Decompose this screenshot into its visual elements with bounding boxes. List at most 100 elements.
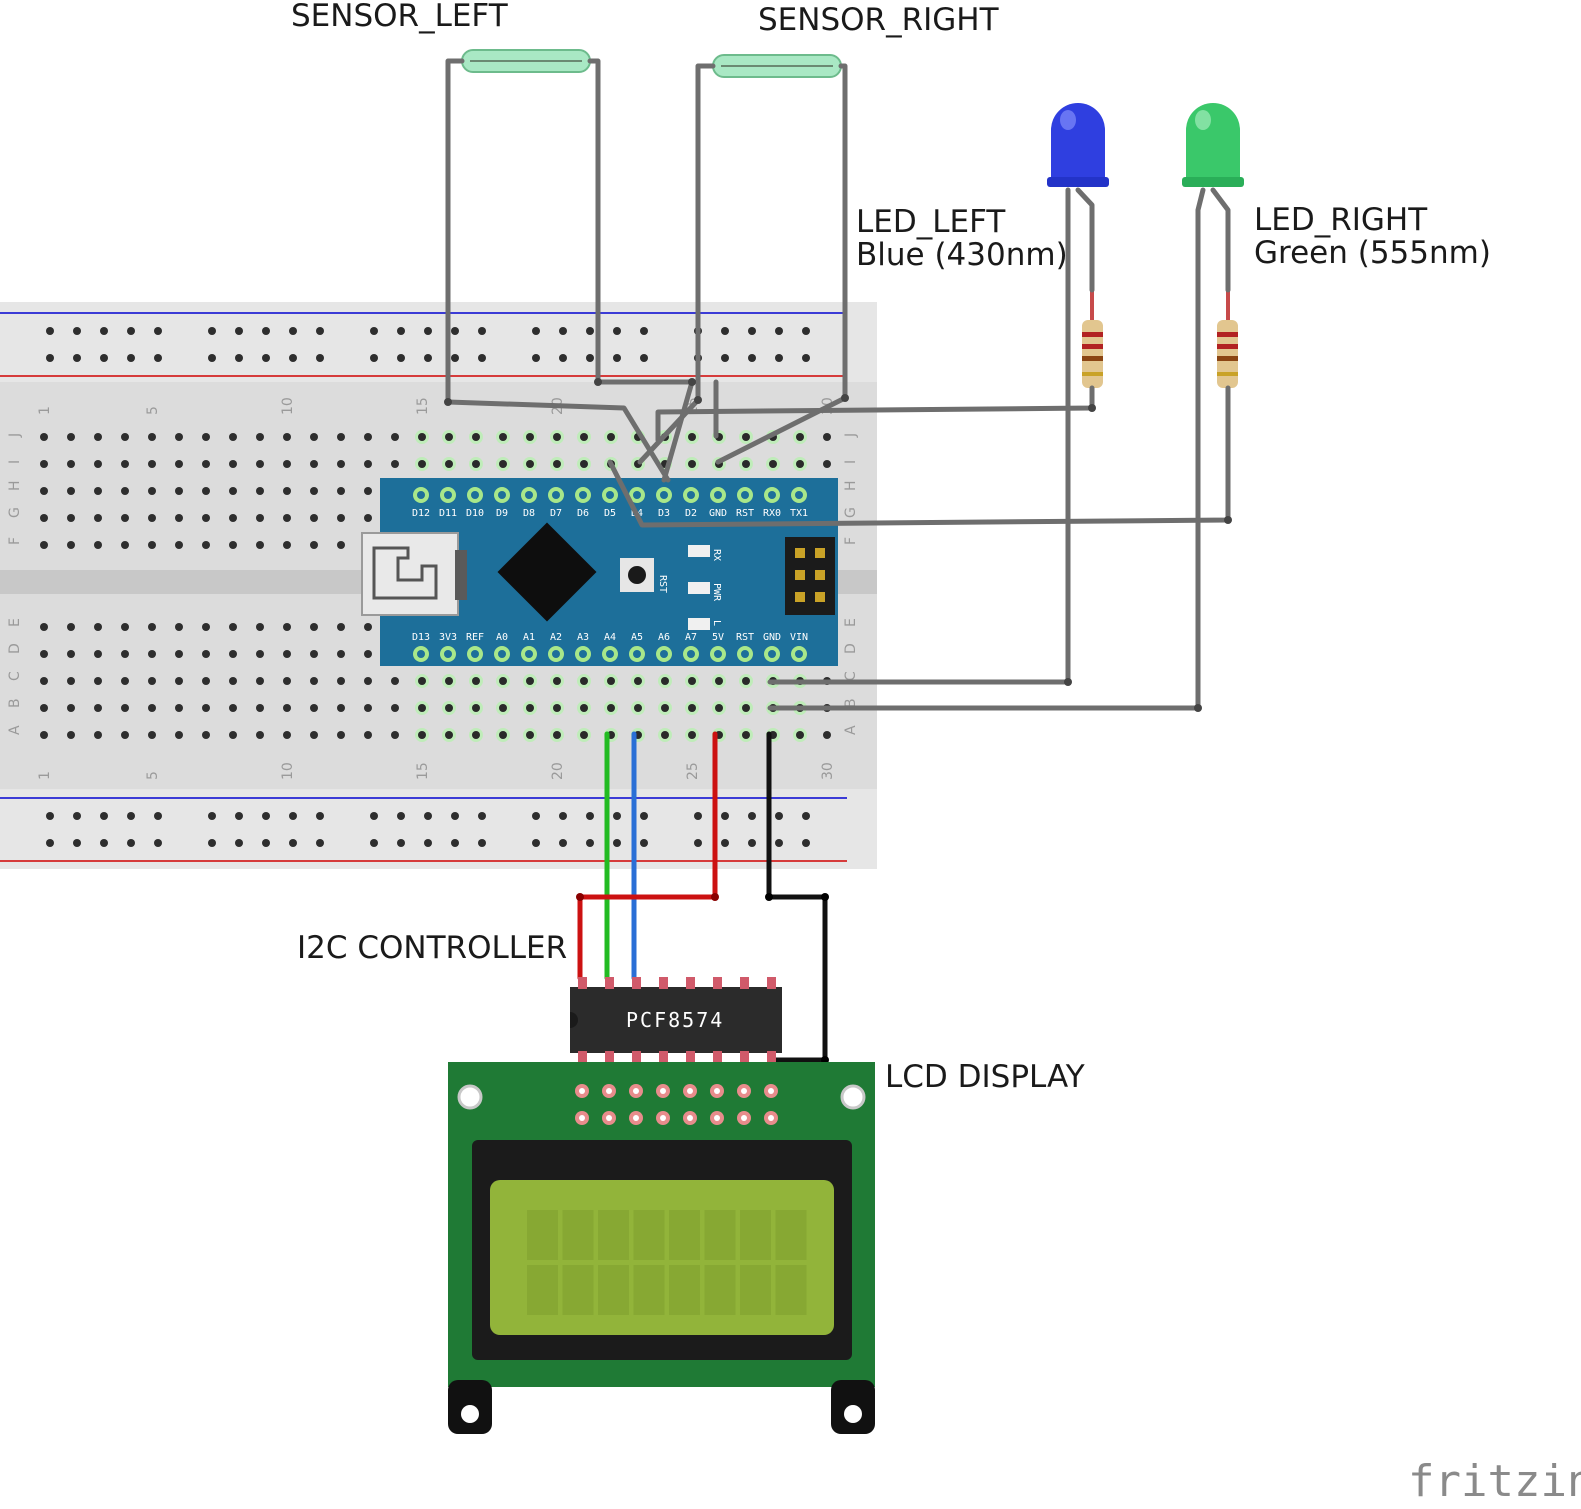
breadboard-hole (67, 460, 75, 468)
wire-sensor-right-a (637, 63, 716, 465)
lcd-char-cell (740, 1265, 771, 1315)
nano-pin-label: 3V3 (439, 632, 457, 643)
breadboard-hole (121, 623, 129, 631)
column-number: 1 (37, 406, 53, 415)
rail-hole (262, 839, 270, 847)
bottom-power-rail (0, 789, 877, 869)
breadboard-hole (310, 433, 318, 441)
breadboard-hole (337, 433, 345, 441)
nano-pin-label: A1 (523, 632, 535, 643)
breadboard-hole (499, 460, 507, 468)
nano-pin-label: RST (736, 632, 754, 643)
lcd-char-cell (598, 1265, 629, 1315)
breadboard-hole (445, 704, 453, 712)
breadboard-hole (742, 460, 750, 468)
breadboard-hole (148, 731, 156, 739)
breadboard-hole (148, 460, 156, 468)
breadboard-hole (499, 677, 507, 685)
rail-hole (613, 354, 621, 362)
rail-hole (73, 812, 81, 820)
breadboard-hole (283, 541, 291, 549)
row-letter: H (7, 480, 23, 491)
breadboard-hole (310, 650, 318, 658)
lcd-char-cell (704, 1210, 736, 1260)
row-letter: G (7, 507, 23, 518)
breadboard-hole (148, 433, 156, 441)
rail-hole (478, 327, 486, 335)
nano-pin-label: 5V (712, 632, 724, 643)
breadboard-hole (40, 460, 48, 468)
rail-hole (316, 839, 324, 847)
rail-hole (586, 354, 594, 362)
column-number: 5 (145, 771, 161, 780)
breadboard-hole (580, 731, 588, 739)
column-number: 30 (820, 762, 836, 780)
breadboard-hole (688, 460, 696, 468)
rail-hole (208, 354, 216, 362)
row-letter: C (7, 671, 23, 681)
rail-hole (559, 354, 567, 362)
led-left-blue (1047, 103, 1109, 187)
rail-hole (640, 354, 648, 362)
breadboard-hole (526, 433, 534, 441)
breadboard-hole (823, 460, 831, 468)
breadboard-hole (391, 704, 399, 712)
chip-pin (767, 1051, 776, 1063)
breadboard-hole (40, 487, 48, 495)
breadboard-hole (148, 677, 156, 685)
breadboard-hole (472, 704, 480, 712)
breadboard-hole (67, 433, 75, 441)
breadboard-hole (67, 677, 75, 685)
chip-pin (740, 977, 749, 989)
breadboard-hole (310, 487, 318, 495)
sensor-right-label: SENSOR_RIGHT (758, 2, 1000, 38)
lcd-char-cell (527, 1265, 558, 1315)
breadboard-hole (310, 623, 318, 631)
breadboard-hole (283, 623, 291, 631)
rail-hole (316, 812, 324, 820)
breadboard-hole (688, 731, 696, 739)
breadboard-hole (67, 731, 75, 739)
i2c-controller-label: I2C CONTROLLER (297, 930, 567, 966)
rail-hole (775, 839, 783, 847)
reset-label: RST (657, 575, 668, 593)
breadboard-hole (526, 704, 534, 712)
breadboard-hole (337, 487, 345, 495)
rail-hole (748, 327, 756, 335)
row-letter: A (843, 725, 859, 735)
breadboard-hole (607, 704, 615, 712)
breadboard-hole (310, 704, 318, 712)
breadboard-hole (202, 514, 210, 522)
breadboard-hole (364, 731, 372, 739)
nano-pin-label: A4 (604, 632, 616, 643)
breadboard-hole (742, 731, 750, 739)
chip-pin (632, 977, 641, 989)
column-number: 15 (415, 762, 431, 780)
breadboard-hole (121, 650, 129, 658)
breadboard-hole (418, 731, 426, 739)
breadboard-hole (121, 731, 129, 739)
breadboard-hole (175, 704, 183, 712)
lcd-char-cell (633, 1265, 665, 1315)
breadboard-hole (94, 704, 102, 712)
rail-hole (289, 354, 297, 362)
breadboard-hole (472, 677, 480, 685)
rail-hole (397, 839, 405, 847)
rail-holes-top (46, 327, 810, 362)
wire-5v-red (577, 731, 718, 981)
breadboard-hole (607, 677, 615, 685)
rail-hole (532, 812, 540, 820)
rail-hole (370, 354, 378, 362)
rail-hole (721, 812, 729, 820)
lcd-char-cell (527, 1210, 558, 1260)
breadboard-hole (526, 460, 534, 468)
rx-led (688, 545, 710, 557)
rail-hole (100, 812, 108, 820)
breadboard-hole (175, 541, 183, 549)
breadboard-hole (256, 704, 264, 712)
rail-hole (478, 839, 486, 847)
rail-hole (424, 354, 432, 362)
breadboard-hole (364, 623, 372, 631)
breadboard-hole (607, 433, 615, 441)
rail-hole (235, 327, 243, 335)
